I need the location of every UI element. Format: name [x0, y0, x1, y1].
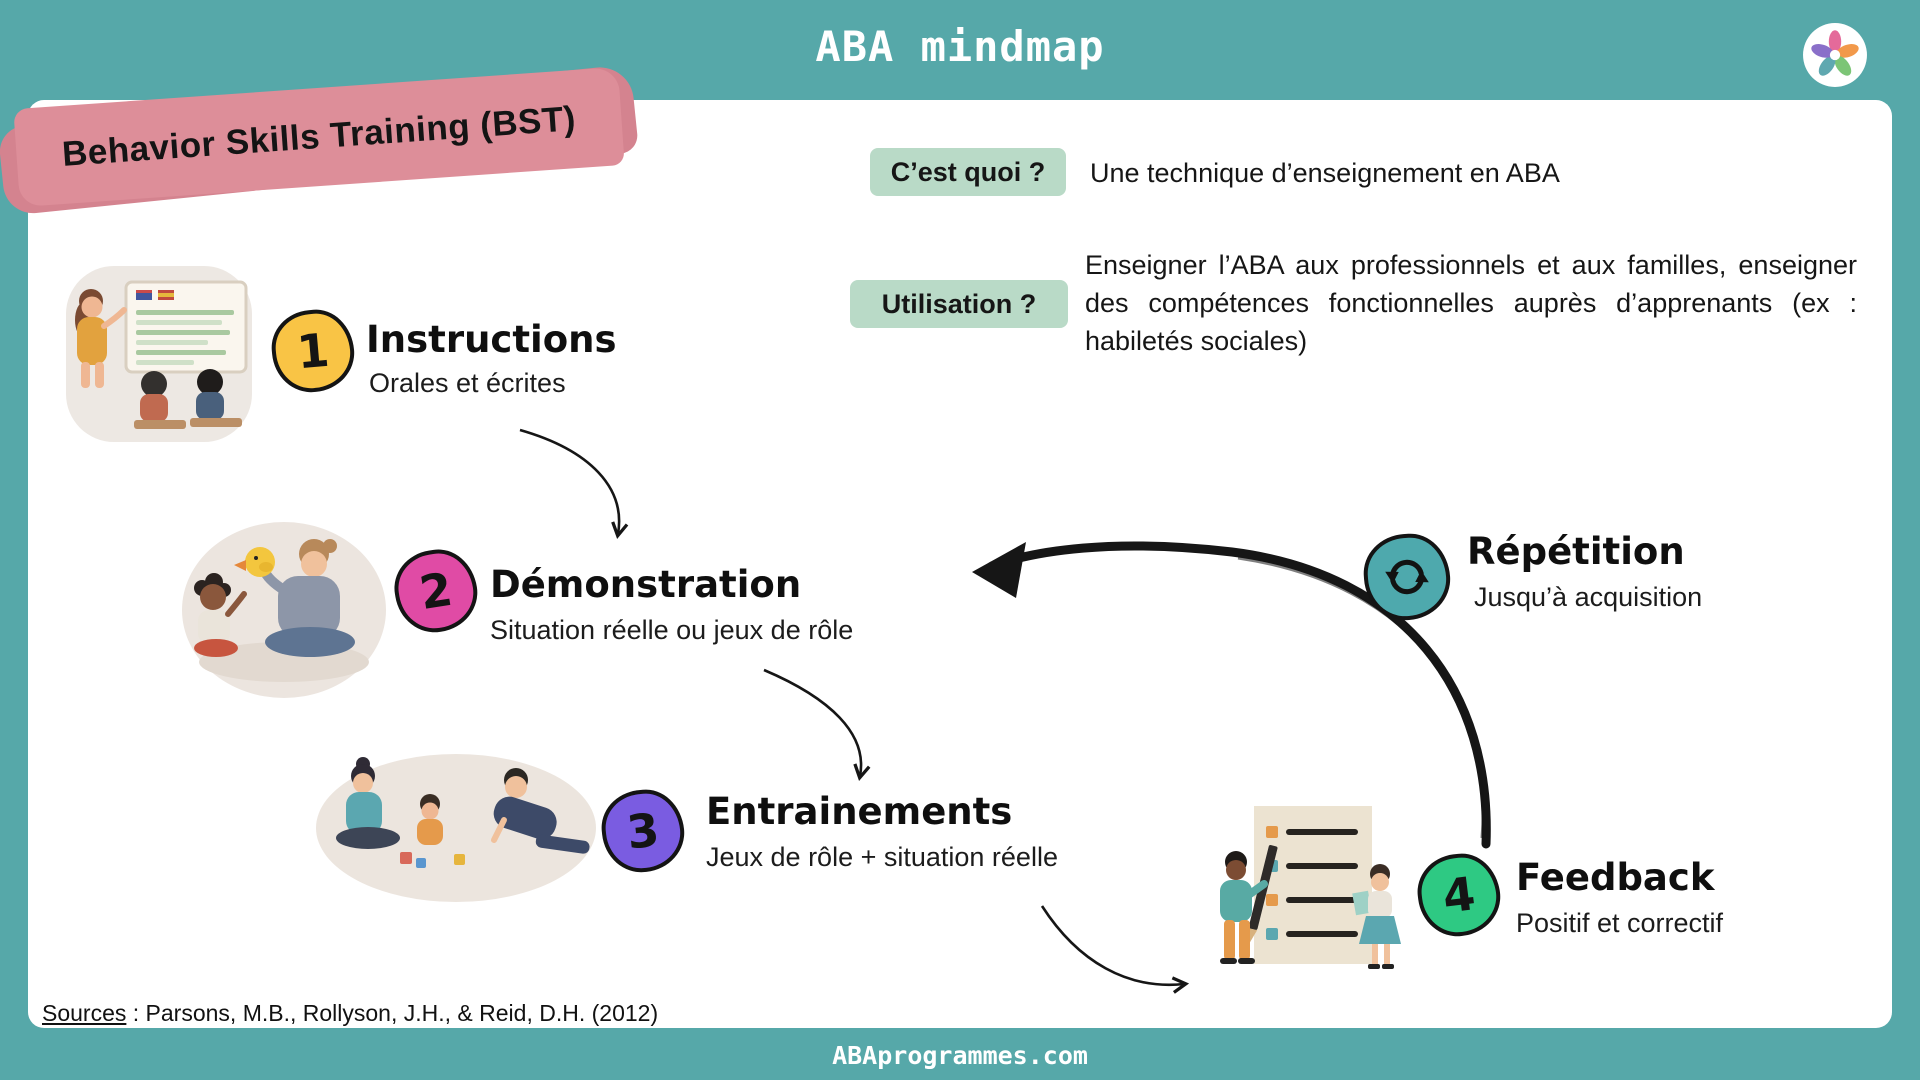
- label-cest-quoi: C’est quoi ?: [870, 148, 1066, 196]
- students-figures: [134, 369, 242, 429]
- toy-blocks: [400, 852, 465, 868]
- step-4-title: Feedback: [1516, 856, 1715, 899]
- star-logo-icon: [1803, 23, 1867, 87]
- step-1-subtitle: Orales et écrites: [369, 368, 566, 398]
- step-2-number: 2: [415, 561, 457, 621]
- mother-figure: [336, 757, 400, 849]
- person-right-figure: [1352, 864, 1401, 969]
- step-3-title: Entrainements: [706, 790, 1013, 833]
- label-utilisation: Utilisation ?: [850, 280, 1068, 328]
- sources-label: Sources: [42, 1000, 127, 1026]
- step-1-number: 1: [294, 322, 332, 380]
- logo: [1802, 22, 1868, 88]
- child-figure: [417, 794, 443, 845]
- family-floor-play-illustration: [316, 754, 596, 902]
- step-3-subtitle: Jeux de rôle + situation réelle: [706, 842, 1058, 872]
- answer-utilisation: Enseigner l’ABA aux professionnels et au…: [1085, 250, 1857, 356]
- child-figure: [194, 573, 247, 657]
- cycle-arrows-icon: [1385, 559, 1429, 595]
- repetition-title: Répétition: [1467, 530, 1685, 573]
- step-4-subtitle: Positif et correctif: [1516, 908, 1724, 938]
- step-2-subtitle: Situation réelle ou jeux de rôle: [490, 615, 854, 645]
- footer-site: ABAprogrammes.com: [832, 1041, 1088, 1070]
- duck-puppet: [234, 547, 275, 577]
- step-2-title: Démonstration: [490, 563, 802, 606]
- classroom-teaching-illustration: [66, 266, 252, 442]
- person-left-figure: [1220, 851, 1268, 964]
- sources-line: Sources : Parsons, M.B., Rollyson, J.H.,…: [42, 1000, 658, 1027]
- answer-cest-quoi: Une technique d’enseignement en ABA: [1090, 158, 1560, 188]
- father-figure: [491, 768, 590, 854]
- teacher-figure: [75, 289, 127, 388]
- repetition-subtitle: Jusqu’à acquisition: [1474, 582, 1703, 612]
- page-title: ABA mindmap: [815, 22, 1105, 71]
- sources-text: : Parsons, M.B., Rollyson, J.H., & Reid,…: [126, 1000, 659, 1026]
- people-giant-checklist-illustration: [1220, 806, 1401, 969]
- step-3-number: 3: [624, 802, 662, 860]
- parent-figure: [259, 539, 355, 657]
- step-4-number: 4: [1439, 866, 1479, 924]
- adult-child-duck-puppet-illustration: [182, 522, 386, 698]
- step-1-title: Instructions: [366, 318, 617, 361]
